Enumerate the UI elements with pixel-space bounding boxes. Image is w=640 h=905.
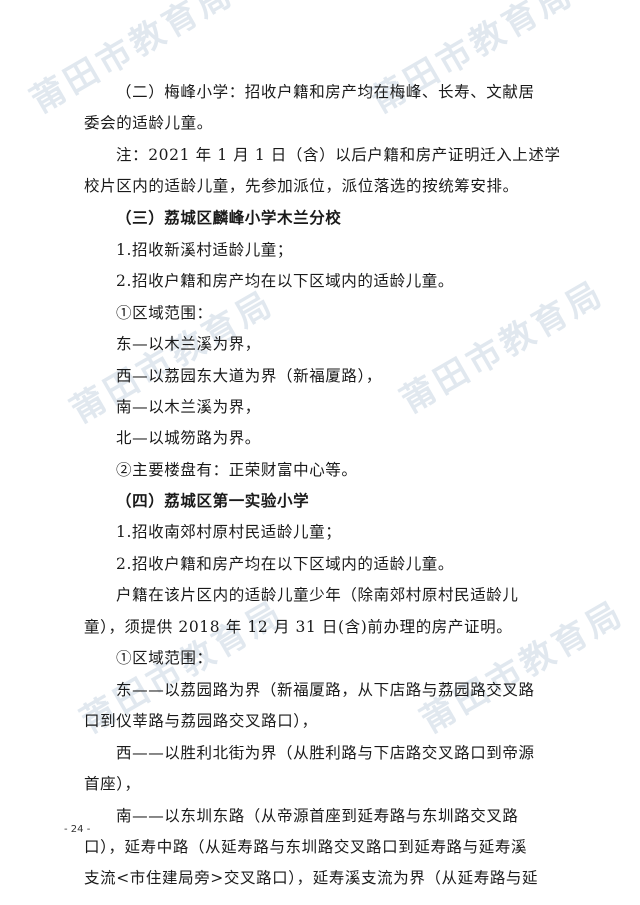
body-line: 户籍在该片区内的适龄儿童少年（除南郊村原村民适龄儿 (116, 586, 519, 604)
body-line: 口到仪莘路与荔园路交叉路口）， (84, 712, 318, 730)
body-line: 1.招收南郊村原村民适龄儿童； (116, 523, 342, 541)
body-line: 南——以东圳东路（从帝源首座到延寿路与东圳路交叉路 (116, 807, 519, 825)
body-line: 2.招收户籍和房产均在以下区域内的适龄儿童。 (116, 555, 454, 573)
body-line: 1.招收新溪村适龄儿童； (116, 241, 293, 259)
body-line: 注：2021 年 1 月 1 日（含）以后户籍和房产证明迁入上述学 (116, 146, 561, 164)
body-line: 支流<市住建局旁>交叉路口），延寿溪支流为界（从延寿路与延 (84, 869, 539, 887)
section-heading: （四）荔城区第一实验小学 (116, 491, 310, 510)
watermark: 莆田市教育局 (24, 0, 242, 122)
body-line: 西—以荔园东大道为界（新福厦路）， (116, 367, 382, 385)
body-line: 校片区内的适龄儿童，先参加派位，派位落选的按统筹安排。 (84, 177, 519, 195)
section-heading: （三）荔城区麟峰小学木兰分校 (116, 208, 342, 227)
body-line: ①区域范围： (116, 649, 213, 667)
watermark: 莆田市教育局 (364, 0, 582, 122)
body-line: ②主要楼盘有：正荣财富中心等。 (116, 461, 358, 479)
body-line: 南—以木兰溪为界， (116, 398, 261, 416)
body-line: 北—以城笏路为界。 (116, 429, 261, 447)
body-line: 2.招收户籍和房产均在以下区域内的适龄儿童。 (116, 272, 454, 290)
body-line: 东—以木兰溪为界， (116, 335, 261, 353)
body-line: 首座）， (84, 775, 141, 793)
body-line: 委会的适龄儿童。 (84, 114, 213, 132)
body-line: 口），延寿中路（从延寿路与东圳路交叉路口到延寿路与延寿溪 (84, 838, 528, 856)
body-line: 西——以胜利北街为界（从胜利路与下店路交叉路口到帝源 (116, 744, 535, 762)
body-line: ①区域范围： (116, 304, 213, 322)
watermark: 莆田市教育局 (414, 592, 632, 742)
body-line: 东——以荔园路为界（新福厦路，从下店路与荔园路交叉路 (116, 681, 535, 699)
body-line: （二）梅峰小学：招收户籍和房产均在梅峰、长寿、文献居 (116, 83, 535, 101)
page-number: - 24 - (64, 824, 91, 835)
body-line: 童），须提供 2018 年 12 月 31 日(含)前办理的房产证明。 (84, 618, 513, 636)
